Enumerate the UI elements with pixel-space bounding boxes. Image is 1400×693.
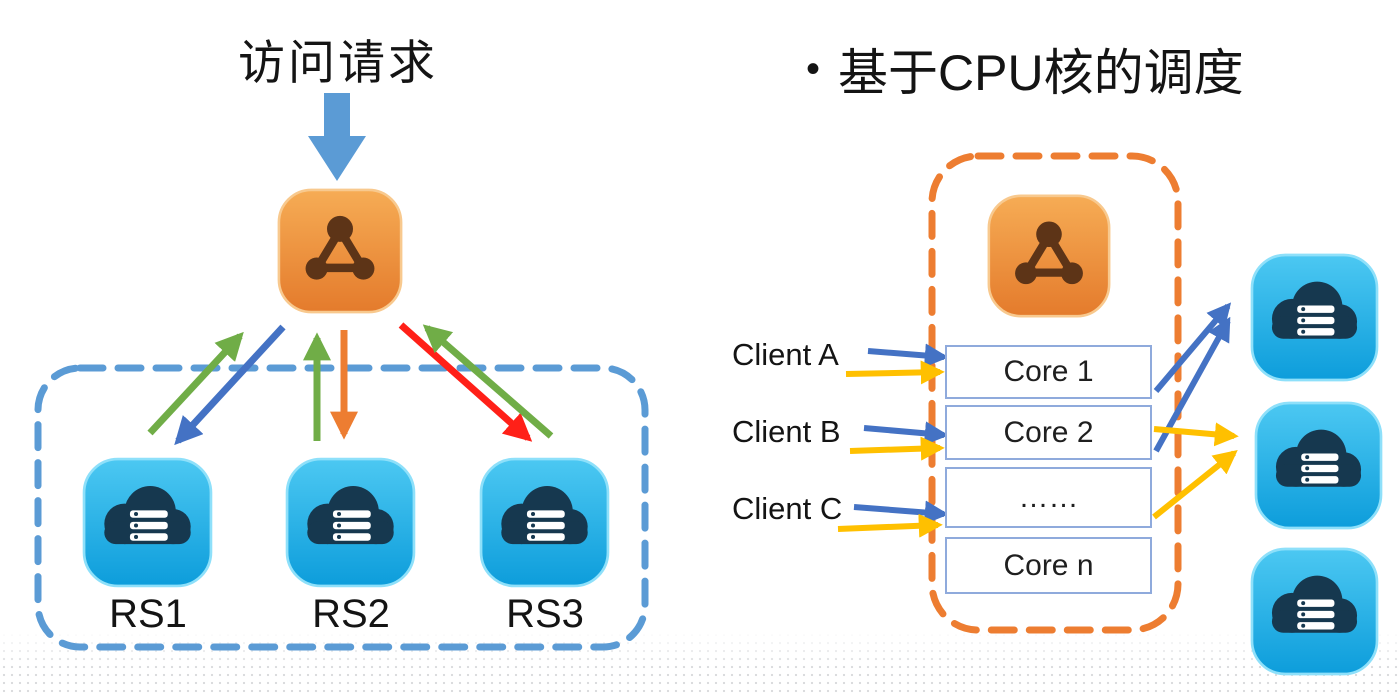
right-title-text: 基于CPU核的调度 [838,45,1244,101]
server-icon-rs3 [477,455,612,590]
arrow-lb-to-rs3-red [398,322,533,442]
arrow-core2-to-server2-yellow [1153,422,1239,447]
cloud-server-glyph [1250,547,1379,676]
arrow-core2-to-server1-blue [1153,316,1231,453]
network-glyph [277,188,403,314]
load-balancer-icon-right [985,192,1113,320]
server-icon-right-3 [1248,545,1381,678]
arrow-client-a-yellow [845,360,945,385]
core-box-2: Core 2 [945,405,1152,460]
client-c-label: Client C [732,491,843,526]
rs2-label: RS2 [312,592,390,636]
right-title: • 基于CPU核的调度 [806,33,1244,105]
arrow-core3-to-server2-yellow [1152,450,1238,520]
server-icon-right-2 [1252,399,1385,532]
server-icon-rs2 [283,455,418,590]
server-icon-right-1 [1248,251,1381,384]
rs3-label: RS3 [506,592,584,636]
client-b-label: Client B [732,414,841,449]
arrow-client-b-yellow [849,436,945,461]
cloud-server-glyph [1250,253,1379,382]
core-box-n: Core n [945,537,1152,594]
dot-texture [0,631,1400,693]
arrow-rs1-to-lb-green [147,331,244,436]
core-box-1: Core 1 [945,345,1152,399]
cloud-server-glyph [285,457,416,588]
request-down-arrow [308,93,366,181]
arrow-lb-to-rs1-blue [174,324,286,446]
left-title: 访问请求 [238,36,438,89]
arrow-rs3-to-lb-green [422,324,554,439]
bullet-point: • [806,47,821,91]
arrow-client-b-blue [863,421,949,446]
network-glyph [987,194,1111,318]
arrow-client-c-yellow [837,513,943,538]
core-box-ellipsis: …… [945,467,1152,528]
client-a-label: Client A [732,337,839,372]
rs1-label: RS1 [109,592,187,636]
arrow-client-c-blue [853,500,949,525]
cloud-server-glyph [1254,401,1383,530]
arrow-core1-to-server1-blue [1153,302,1232,393]
arrow-client-a-blue [867,343,949,368]
load-balancer-icon [275,186,405,316]
cloud-server-glyph [479,457,610,588]
cloud-server-glyph [82,457,213,588]
server-icon-rs1 [80,455,215,590]
